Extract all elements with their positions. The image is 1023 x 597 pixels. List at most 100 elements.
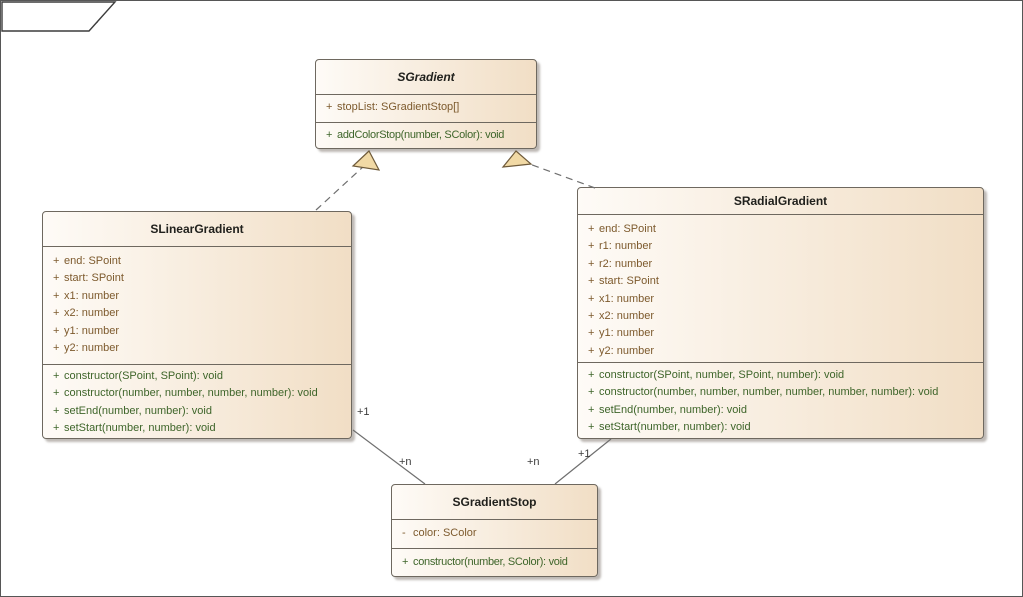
generalization-sradialgradient-sgradient[interactable] <box>501 150 596 189</box>
visibility-sign: + <box>53 324 60 337</box>
generalization-line[interactable] <box>526 162 596 189</box>
member-row[interactable]: + setStart(number, number): void <box>43 420 351 437</box>
multiplicity-label: +n <box>527 456 540 468</box>
multiplicity-label: +1 <box>357 406 370 418</box>
member-row[interactable]: + y1: number <box>43 323 351 340</box>
operations-section: + constructor(SPoint, SPoint): void + const… <box>43 364 351 440</box>
member-row[interactable]: + x1: number <box>43 288 351 305</box>
visibility-sign: - <box>402 527 406 539</box>
member-text: x1: number <box>599 292 655 305</box>
class-title: SGradient <box>397 70 455 84</box>
visibility-sign: + <box>53 387 60 400</box>
class-box-slineargradient[interactable]: SLinearGradient + end: SPoint +start: SPoi… <box>42 211 352 439</box>
generalization-arrowhead-icon <box>351 150 381 171</box>
attributes-section: +end: SPoint+start: SPoint+x1: number+x2… <box>43 246 351 364</box>
member-row[interactable]: + constructor(number, number, number, num… <box>578 384 983 401</box>
class-header: SGradientStop <box>392 485 597 519</box>
member-text: stopList: SGradientStop[] <box>337 101 460 113</box>
member-text: color: SColor <box>413 527 477 539</box>
member-text: x2: number <box>64 307 120 320</box>
member-text: constructor(number, SColor): void <box>413 556 568 568</box>
class-title: SGradientStop <box>452 495 537 509</box>
visibility-sign: + <box>53 289 60 302</box>
class-title: SRadialGradient <box>733 194 828 208</box>
member-row[interactable]: +setEnd(number, number): void <box>43 403 351 420</box>
association-slineargradient-sgradientstop[interactable] <box>352 429 426 485</box>
member-row[interactable]: + y1: number <box>578 325 983 342</box>
member-row[interactable]: + x2: number <box>578 308 983 325</box>
class-box-sgradient[interactable]: SGradient + stopList: SGradientStop[] + ad… <box>315 59 537 149</box>
member-text: constructor(number, number, number, numb… <box>64 387 318 400</box>
member-row[interactable]: +start: SPoint <box>43 270 351 287</box>
generalization-arrowhead-icon <box>501 150 533 168</box>
member-row[interactable]: + x1: number <box>578 291 983 308</box>
visibility-sign: + <box>588 292 595 305</box>
member-row[interactable]: +constructor(SPoint, number, SPoint, num… <box>578 367 983 384</box>
member-row[interactable]: +end: SPoint <box>578 221 983 238</box>
member-text: y2: number <box>599 344 655 357</box>
generalization-line[interactable] <box>315 165 365 211</box>
member-row[interactable]: +y2: number <box>43 340 351 357</box>
class-box-sradialgradient[interactable]: SRadialGradient +end: SPoint+r1: number+… <box>577 187 984 439</box>
class-header: SLinearGradient <box>43 212 351 246</box>
member-row[interactable]: +setEnd(number, number): void <box>578 402 983 419</box>
member-text: y1: number <box>599 327 655 340</box>
visibility-sign: + <box>53 272 60 285</box>
member-row[interactable]: + end: SPoint <box>43 253 351 270</box>
member-row[interactable]: + addColorStop(number, SColor): void <box>316 127 536 144</box>
visibility-sign: + <box>53 255 60 267</box>
member-row[interactable]: +x2: number <box>43 305 351 322</box>
member-row[interactable]: -color: SColor <box>392 525 597 542</box>
visibility-sign: + <box>588 275 595 288</box>
member-text: x1: number <box>64 289 120 302</box>
member-text: r1: number <box>599 240 653 253</box>
frame-label-title: 渐变结构 <box>38 10 103 25</box>
visibility-sign: + <box>588 240 595 253</box>
visibility-sign: + <box>53 342 60 355</box>
member-row[interactable]: +setStart(number, number): void <box>578 419 983 436</box>
attributes-section: +end: SPoint+r1: number+r2: number+start… <box>578 214 983 362</box>
member-text: setStart(number, number): void <box>64 422 216 435</box>
member-row[interactable]: + constructor(number, SColor): void <box>392 554 597 571</box>
operations-section: +constructor(SPoint, number, SPoint, num… <box>578 362 983 440</box>
member-text: constructor(SPoint, SPoint): void <box>64 370 223 382</box>
member-text: addColorStop(number, SColor): void <box>337 129 505 141</box>
visibility-sign: + <box>588 327 595 340</box>
operations-section: + constructor(number, SColor): void <box>392 548 597 578</box>
member-row[interactable]: + start: SPoint <box>578 273 983 290</box>
member-text: y1: number <box>64 324 120 337</box>
class-box-sgradientstop[interactable]: SGradientStop -color: SColor + constructo… <box>391 484 598 577</box>
member-text: setEnd(number, number): void <box>599 403 747 416</box>
multiplicity-label: +1 <box>578 448 591 460</box>
member-text: start: SPoint <box>599 275 659 288</box>
visibility-sign: + <box>588 257 595 270</box>
visibility-sign: + <box>53 422 60 435</box>
visibility-sign: + <box>588 421 595 434</box>
member-row[interactable]: + r1: number <box>578 238 983 255</box>
member-row[interactable]: + constructor(SPoint, SPoint): void <box>43 368 351 385</box>
visibility-sign: + <box>326 101 333 113</box>
visibility-sign: + <box>588 344 595 357</box>
member-row[interactable]: + y2: number <box>578 343 983 360</box>
member-text: end: SPoint <box>599 223 656 235</box>
attributes-section: + stopList: SGradientStop[] <box>316 94 536 122</box>
association-sradialgradient-sgradientstop[interactable] <box>554 438 612 485</box>
visibility-sign: + <box>326 129 333 141</box>
visibility-sign: + <box>588 310 595 323</box>
member-row[interactable]: + r2: number <box>578 256 983 273</box>
member-text: constructor(number, number, number, numb… <box>599 386 939 399</box>
member-row[interactable]: + stopList: SGradientStop[] <box>316 99 536 116</box>
member-text: x2: number <box>599 310 655 323</box>
multiplicity-label: +n <box>399 456 412 468</box>
operations-section: + addColorStop(number, SColor): void <box>316 122 536 150</box>
generalization-slineargradient-sgradient[interactable] <box>315 150 381 211</box>
visibility-sign: + <box>53 370 60 382</box>
member-row[interactable]: + constructor(number, number, number, num… <box>43 385 351 402</box>
visibility-sign: + <box>402 556 409 568</box>
attributes-section: -color: SColor <box>392 519 597 548</box>
frame-label-keyword: class <box>8 11 39 25</box>
visibility-sign: + <box>588 386 595 399</box>
member-text: r2: number <box>599 257 653 270</box>
member-text: end: SPoint <box>64 255 121 267</box>
